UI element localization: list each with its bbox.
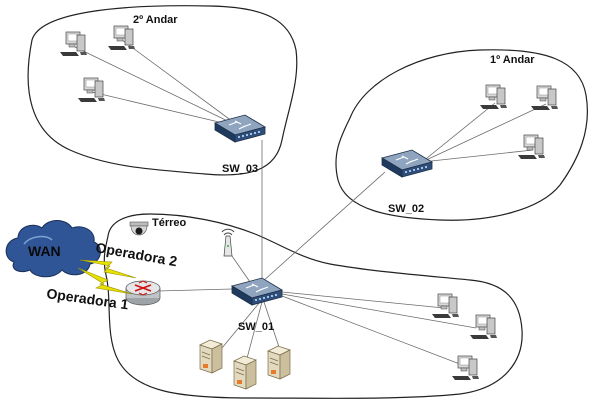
server-icon	[199, 339, 223, 374]
switch-sw02-label: SW_02	[388, 203, 424, 215]
lightning-operadora-1-icon	[77, 267, 133, 295]
wireless-access-point-icon	[221, 228, 235, 257]
zone-floor2-outline	[27, 5, 298, 176]
connection-lines	[74, 39, 547, 367]
zone-floor1-label: 1º Andar	[490, 54, 535, 66]
zone-ground-label: Térreo	[152, 217, 187, 229]
wan-links	[77, 259, 137, 295]
server-icon	[267, 345, 291, 380]
switch-sw03-label: SW_03	[222, 163, 258, 175]
router-icon	[125, 280, 161, 306]
lightning-operadora-2-icon	[79, 259, 137, 279]
wan-label: WAN	[28, 243, 61, 259]
server-icon	[233, 355, 257, 390]
zone-ground-outline	[103, 213, 523, 399]
zone-floor1-outline	[335, 49, 588, 221]
ip-camera-icon	[129, 221, 149, 236]
wan-cloud-icon	[5, 220, 101, 278]
switch-sw01-label: SW_01	[238, 321, 274, 333]
zone-floor2-label: 2º Andar	[133, 14, 178, 26]
